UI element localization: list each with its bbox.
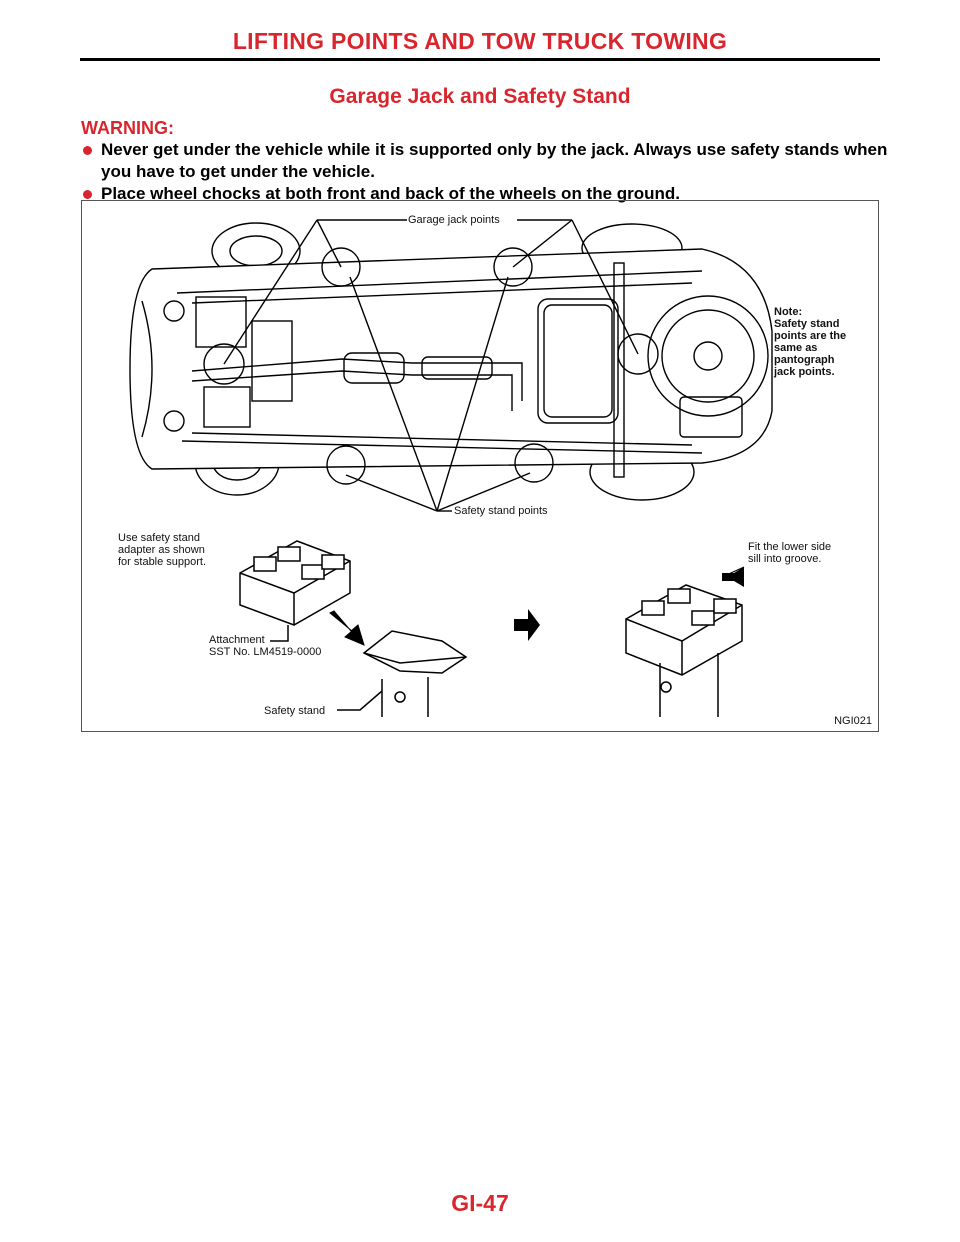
attachment-label: Attachment SST No. LM4519-0000 (209, 634, 322, 658)
page-number: GI-47 (451, 1190, 509, 1216)
note-label: Note: Safety stand points are the same a… (774, 306, 847, 378)
figure-code: NGI021 (834, 715, 872, 727)
warning-item-text: Never get under the vehicle while it is … (101, 140, 888, 181)
warning-list: Never get under the vehicle while it is … (81, 139, 891, 205)
safety-stand-points-label: Safety stand points (454, 505, 548, 517)
header-rule (80, 58, 880, 61)
vehicle-underbody-illustration (129, 219, 773, 717)
warning-label: WARNING: (81, 118, 174, 138)
warning-item-text: Place wheel chocks at both front and bac… (101, 184, 681, 203)
warning-item: Place wheel chocks at both front and bac… (81, 183, 891, 205)
safety-stand-label: Safety stand (264, 705, 326, 717)
fit-groove-label: Fit the lower side sill into groove. (748, 541, 832, 565)
vehicle-underbody-figure: Garage jack points Note: Safety stand po… (81, 200, 879, 732)
garage-jack-points-label: Garage jack points (408, 214, 500, 226)
bullet-icon (83, 146, 92, 155)
page-header-title: LIFTING POINTS AND TOW TRUCK TOWING (232, 28, 728, 54)
warning-item: Never get under the vehicle while it is … (81, 139, 891, 183)
section-title: Garage Jack and Safety Stand (329, 85, 631, 108)
bullet-icon (83, 190, 92, 199)
use-adapter-label: Use safety stand adapter as shown for st… (118, 532, 207, 568)
